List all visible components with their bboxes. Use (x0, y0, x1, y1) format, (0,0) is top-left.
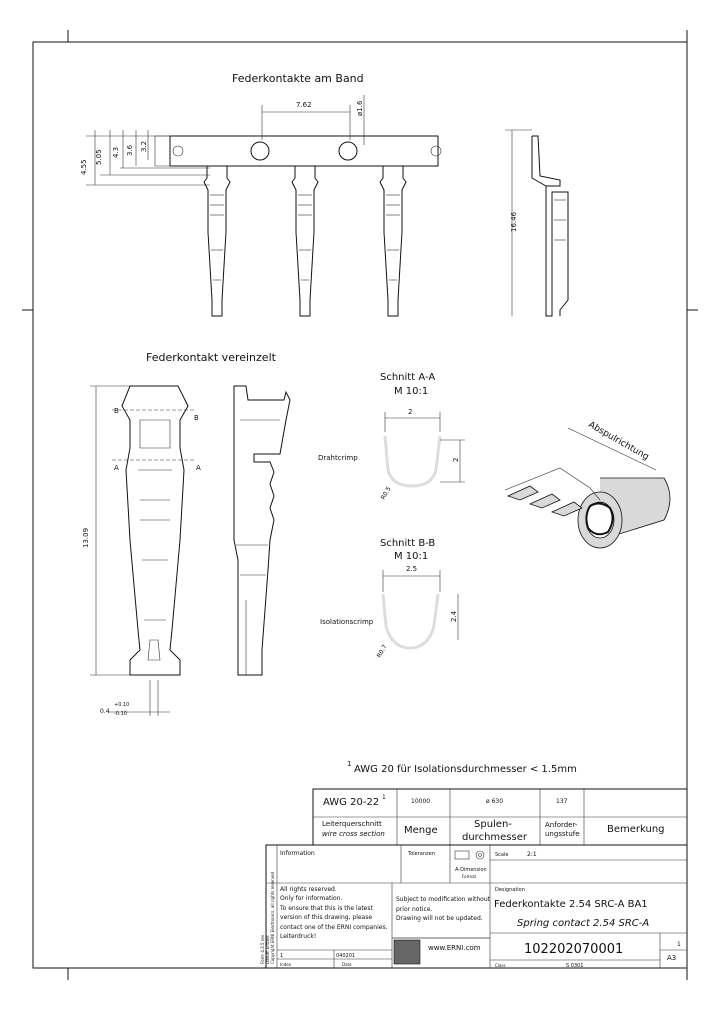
rights-4: version of this drawing, please (280, 914, 372, 921)
spulen-value: ø 630 (486, 798, 503, 805)
dim-side-length: 16.46 (510, 211, 518, 232)
dim-h5: 3.2 (140, 141, 148, 152)
dim-total-length: 13.09 (82, 528, 90, 548)
leiter-en: wire cross section (322, 830, 385, 838)
single-contact-side (233, 385, 291, 676)
awg-value: AWG 20-22 (323, 797, 379, 808)
dim-bb-width: 2.5 (406, 565, 417, 573)
section-aa-title: Schnitt A-A (380, 372, 435, 383)
class-label: Class (495, 963, 506, 968)
dim-h2: 5.05 (95, 149, 103, 165)
bottom-date-label: Date (342, 962, 352, 967)
dim-tip-minus: -0.10 (114, 711, 127, 717)
band-title: Federkontakte am Band (232, 72, 364, 85)
dim-aa-height: 2 (452, 458, 460, 462)
menge-value: 10000 (411, 798, 430, 805)
side-form: Form 4.3.5 rev (260, 934, 265, 964)
title-en: Spring contact 2.54 SRC-A (517, 918, 649, 929)
bottom-date: 040201 (336, 953, 355, 959)
dim-h1: 4.55 (80, 159, 88, 175)
band-view (86, 95, 442, 317)
a-dimension-format: Format (462, 874, 477, 879)
subject-2: prior notice. (396, 906, 432, 913)
subject-3: Drawing will not be updated. (396, 915, 483, 922)
designation-label: Designation (495, 887, 525, 893)
scale-value: 2:1 (527, 851, 537, 858)
projection-symbol-icon (454, 850, 485, 860)
rights-2: Only for information. (280, 895, 342, 902)
part-number: 102202070001 (524, 942, 623, 957)
spulen-header-1: Spulen- (474, 819, 512, 830)
anford-header-1: Anforder- (545, 821, 578, 829)
side-view (505, 129, 569, 317)
title-de: Federkontakte 2.54 SRC-A BA1 (494, 899, 648, 910)
awg-sup: 1 (382, 794, 386, 801)
tolerances-label: Toleranzen (407, 851, 435, 857)
dim-tip-plus: +0.10 (114, 702, 129, 708)
section-bb-scale: M 10:1 (394, 551, 428, 562)
rights-6: Leiterdruck! (280, 933, 316, 940)
dim-aa-width: 2 (408, 408, 412, 416)
section-bb-title: Schnitt B-B (380, 538, 435, 549)
subject-1: Subject to modification without (396, 896, 491, 903)
section-b-left: B (114, 407, 119, 415)
side-copyright: Copyright ERNI Electronics, all rights r… (270, 871, 275, 964)
dim-pitch: 7.62 (296, 101, 312, 109)
menge-header: Menge (404, 825, 438, 836)
anford-value: 137 (556, 798, 568, 805)
note-text: AWG 20 für Isolationsdurchmesser < 1.5mm (354, 764, 577, 775)
single-title: Federkontakt vereinzelt (146, 351, 277, 364)
section-a-left: A (114, 464, 119, 472)
title-block (265, 844, 688, 969)
a-dimension-label: A-Dimension (455, 867, 487, 873)
single-contact-front (90, 385, 196, 716)
dim-tip: 0.4 (100, 708, 110, 715)
sheet-number: 1 (677, 941, 681, 948)
iso-label: Isolationscrimp (320, 618, 374, 626)
section-aa-scale: M 10:1 (394, 386, 428, 397)
scale-label: Scale (495, 852, 508, 858)
anford-header-2: ungsstufe (545, 830, 580, 838)
side-date: Datum Erstellt (265, 935, 270, 964)
information-label: Information (280, 850, 315, 857)
bottom-index: 1 (280, 953, 283, 959)
leiter-de: Leiterquerschnitt (322, 820, 382, 828)
rights-1: All rights reserved. (280, 886, 337, 893)
class-value: S 0301 (566, 963, 584, 969)
section-aa-drawing (383, 412, 465, 488)
section-bb-drawing (381, 570, 459, 650)
spulen-header-2: durchmesser (462, 832, 528, 843)
rights-5: contact one of the ERNI companies. (280, 924, 388, 931)
rights-3: To ensure that this is the latest (279, 905, 373, 912)
dim-h4: 3.6 (126, 144, 134, 156)
dim-h3: 4.3 (112, 147, 120, 158)
bemerkung-header: Bemerkung (607, 824, 665, 835)
section-a-right: A (196, 464, 201, 472)
note-sup: 1 (347, 760, 351, 768)
website: www.ERNI.com (428, 944, 481, 952)
dim-band-hole: ø1.6 (356, 100, 364, 116)
draht-label: Drahtcrimp (318, 454, 358, 462)
dim-aa-radius: R0.5 (380, 485, 393, 501)
dim-bb-height: 2.4 (450, 610, 458, 622)
reel-illustration (504, 427, 671, 549)
format-value: A3 (667, 954, 676, 962)
dim-bb-radius: R0.7 (376, 643, 389, 659)
section-b-right: B (194, 414, 199, 422)
bottom-index-label: Index (280, 962, 292, 967)
